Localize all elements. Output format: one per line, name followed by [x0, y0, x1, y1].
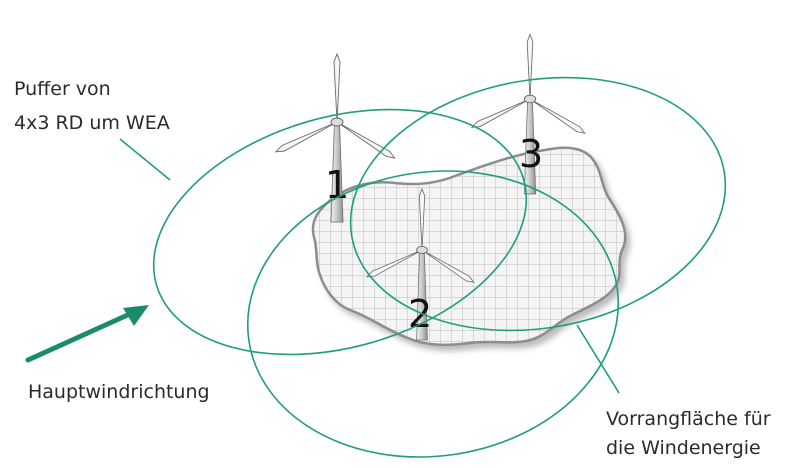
turbine-1: 1 — [274, 53, 397, 223]
turbine-2-number: 2 — [408, 292, 432, 336]
turbine-1-number: 1 — [325, 163, 349, 207]
priority-area — [311, 146, 627, 347]
buffer-ellipse-turbine-2 — [246, 170, 620, 458]
buffer-label-line2: 4x3 RD um WEA — [14, 112, 170, 134]
wind-direction-label: Hauptwindrichtung — [28, 381, 210, 403]
priority-area-label-line1: Vorrangfläche für — [606, 408, 771, 430]
priority-area-leader-line — [576, 324, 620, 394]
buffer-ellipse-turbine-3 — [349, 76, 727, 332]
turbine-3: 3 — [470, 33, 587, 195]
buffer-ellipse-turbine-1 — [152, 108, 528, 356]
turbine-3-number: 3 — [519, 132, 543, 176]
wind-direction-arrow — [25, 305, 149, 363]
buffer-label-line1: Puffer von — [14, 78, 111, 100]
priority-area-label-line2: die Windenergie — [606, 437, 761, 459]
buffer-leader-line — [119, 138, 171, 181]
